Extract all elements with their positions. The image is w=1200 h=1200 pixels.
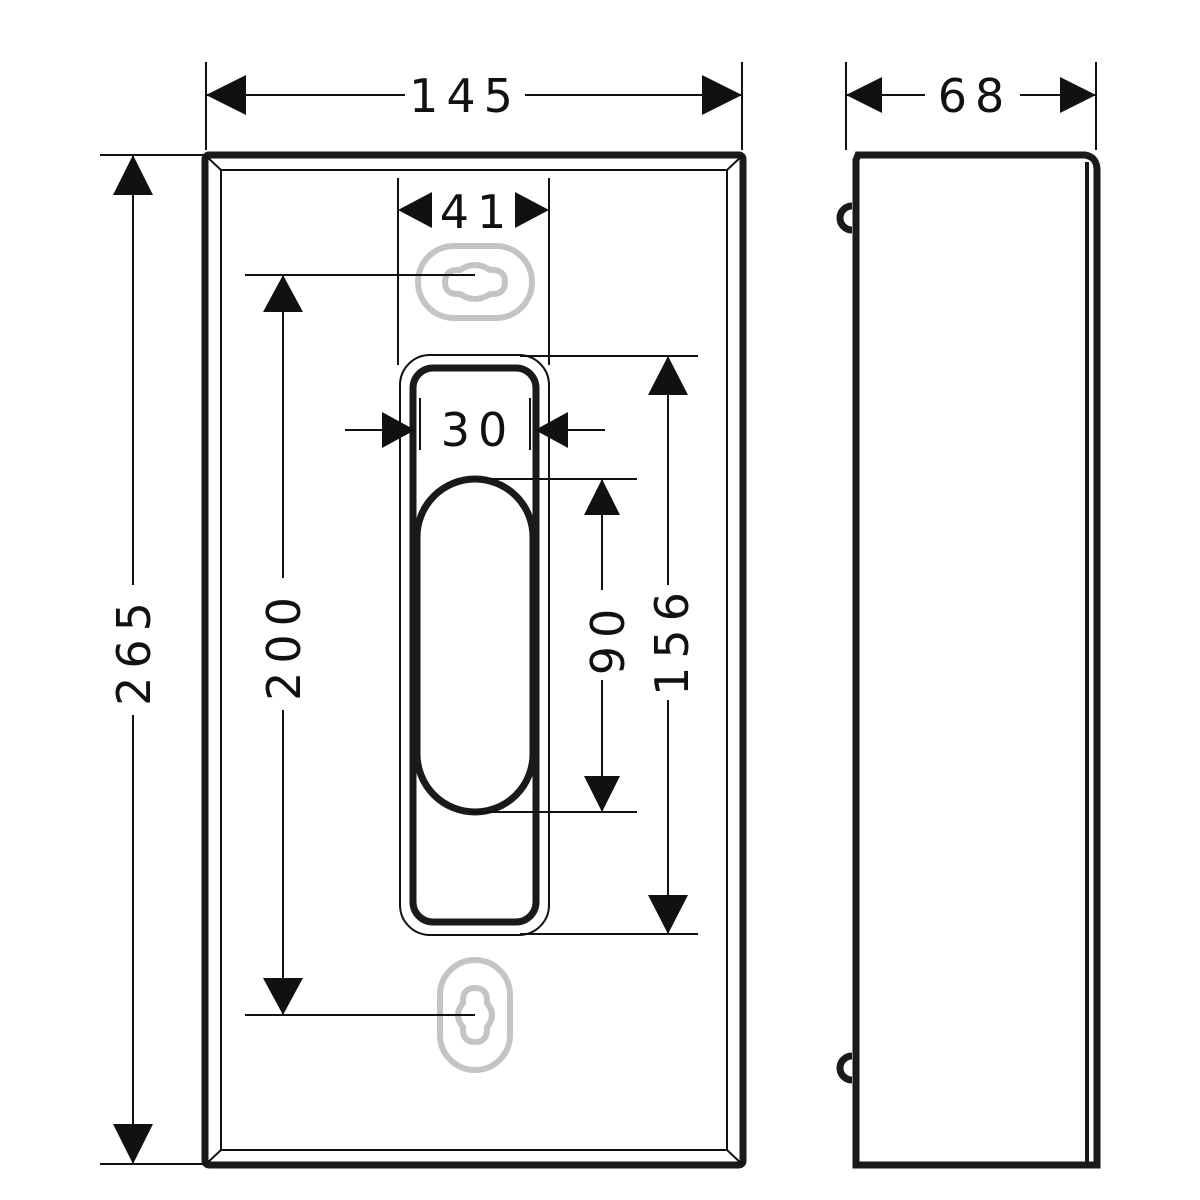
side-view [836, 151, 1101, 1169]
keyhole-top [415, 243, 535, 321]
dim-label-200: 200 [257, 589, 311, 701]
dim-slot-inner-width: 30 [345, 398, 605, 457]
dim-opening-height: 90 [470, 478, 637, 813]
bevel-corners [204, 154, 744, 1166]
dim-slot-outer-width: 41 [397, 178, 550, 365]
slot-outer [399, 354, 550, 936]
hinge-knob-top [836, 202, 853, 234]
front-plate-outline [201, 151, 747, 1169]
front-plate-inner-bevel [220, 169, 728, 1151]
dim-label-145: 145 [409, 69, 521, 123]
dispensing-opening [413, 475, 537, 816]
dim-width-front: 145 [205, 62, 743, 150]
dim-label-30: 30 [441, 403, 516, 457]
dim-slot-height: 156 [520, 355, 699, 935]
dim-depth-side: 68 [845, 62, 1097, 150]
dim-label-41: 41 [440, 185, 515, 239]
dim-mount-spacing: 200 [245, 274, 475, 1016]
dim-label-68: 68 [938, 69, 1013, 123]
dim-label-156: 156 [645, 584, 699, 696]
dim-label-265: 265 [107, 594, 161, 706]
hinge-knob-bottom [836, 1052, 853, 1084]
dim-label-90: 90 [581, 601, 635, 676]
dim-height-total: 265 [100, 154, 204, 1165]
